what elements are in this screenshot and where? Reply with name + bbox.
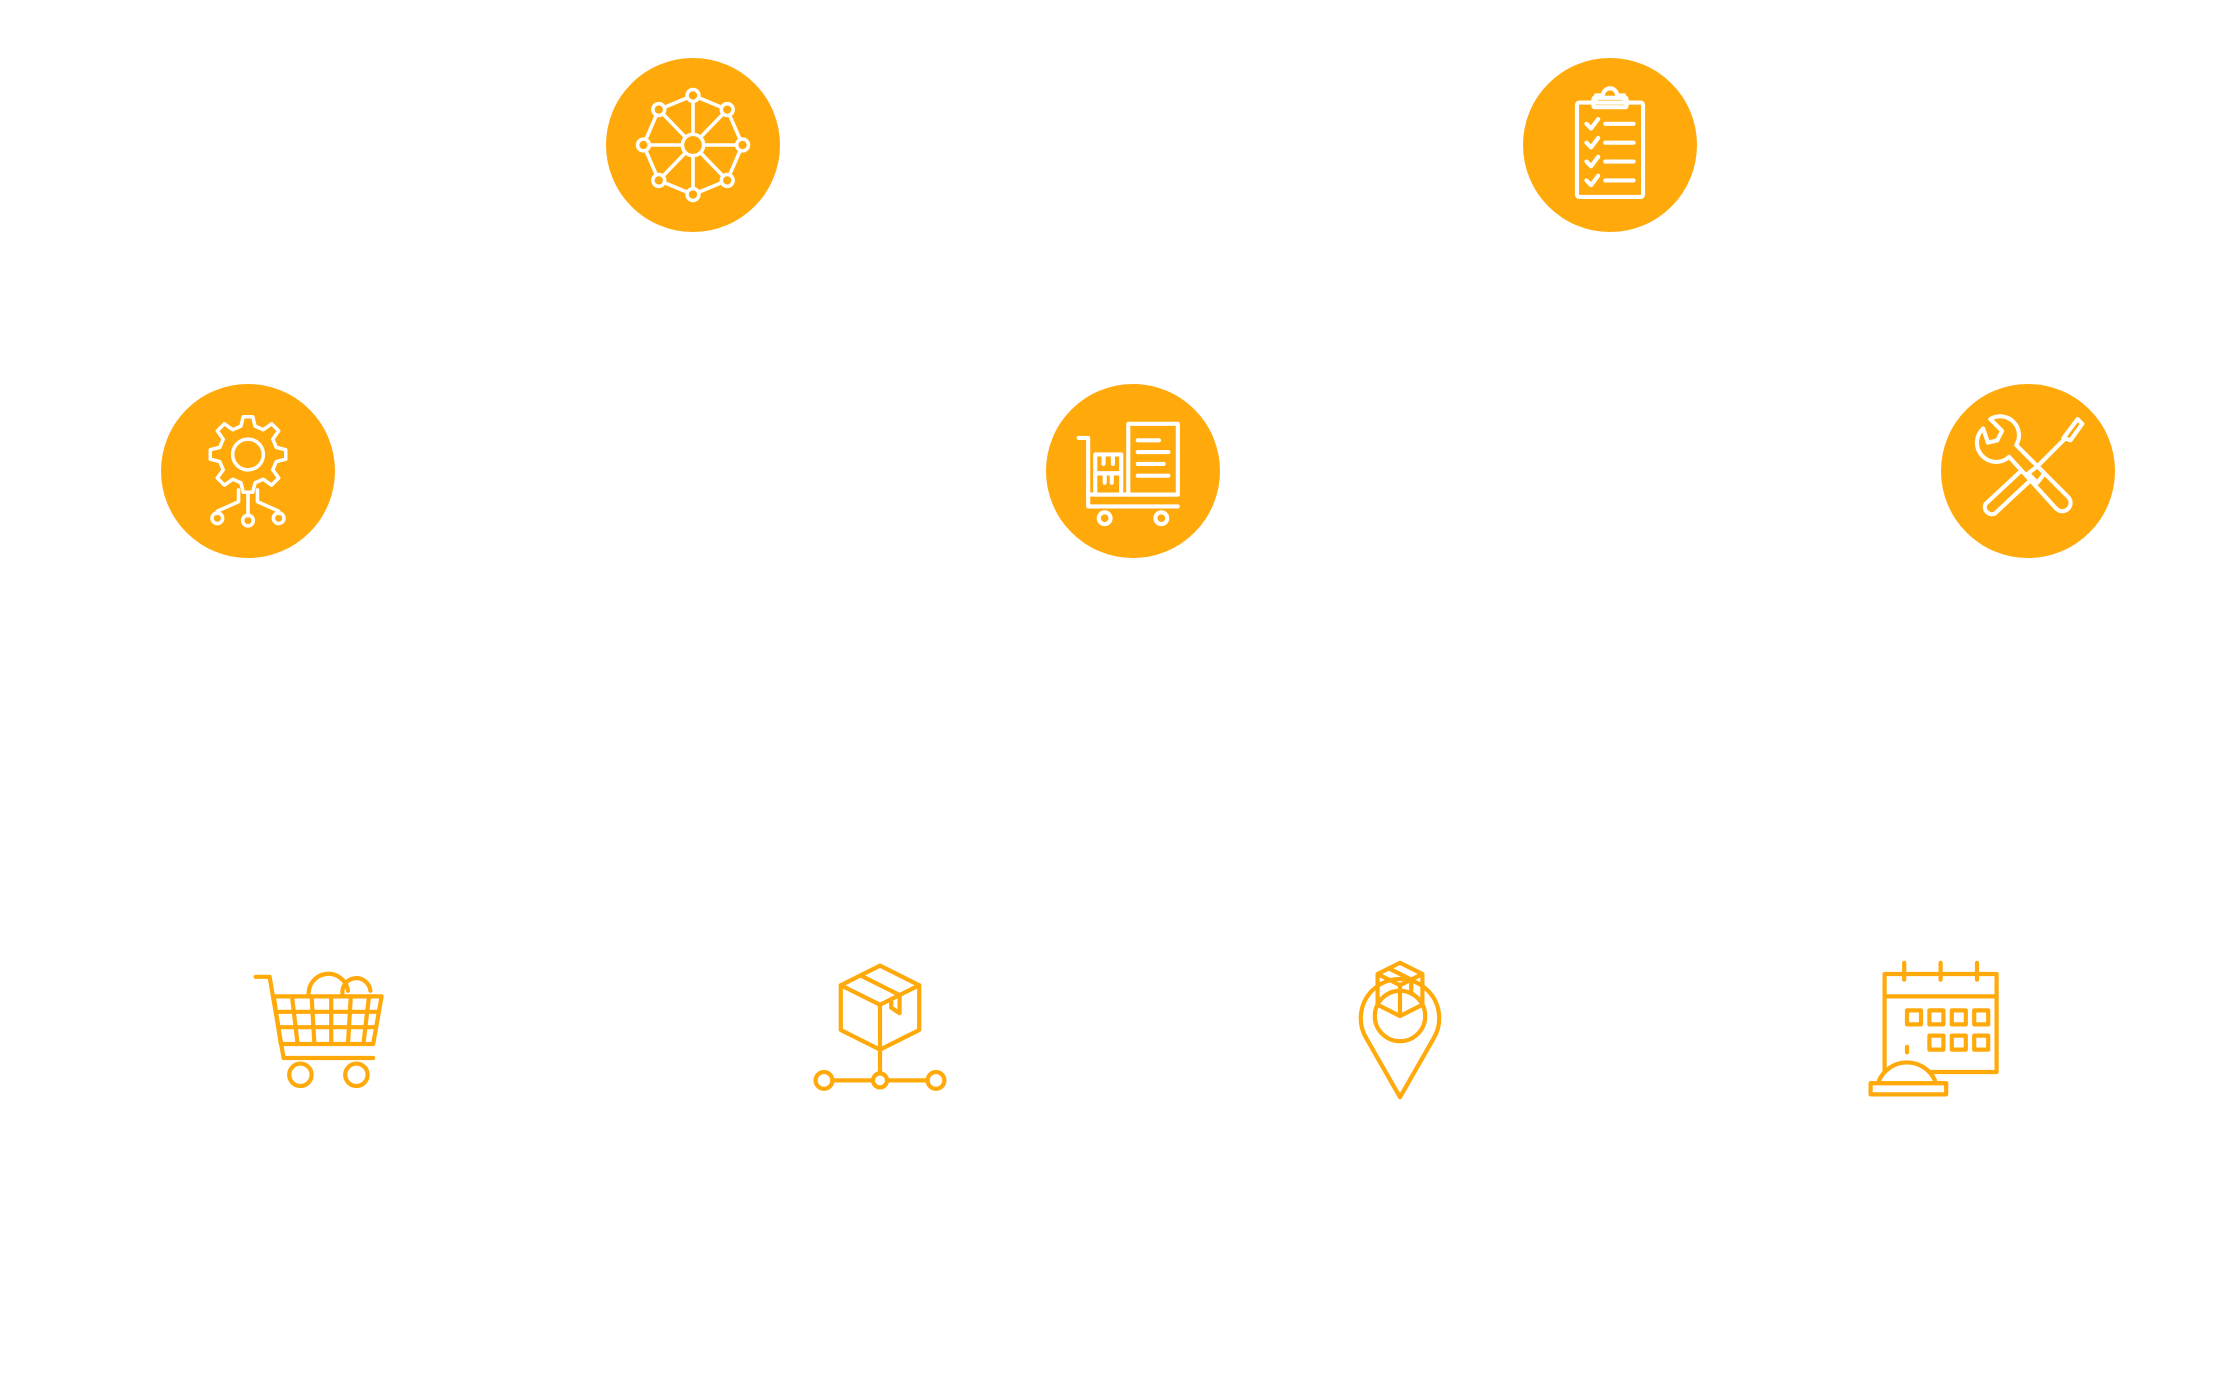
network-hub-icon	[635, 87, 751, 203]
gear-circuit-icon	[208, 414, 288, 528]
cart-boxes-document-icon	[1076, 421, 1180, 527]
clipboard-checklist-icon	[1574, 86, 1646, 199]
clipboard-checklist-badge	[1523, 58, 1697, 232]
shopping-cart-icon	[253, 971, 384, 1089]
package-route-tile	[810, 960, 950, 1100]
calendar-service-tile	[1865, 960, 2005, 1100]
cart-boxes-document-badge	[1046, 384, 1220, 558]
package-location-pin-icon	[1358, 960, 1442, 1100]
gear-circuit-badge	[161, 384, 335, 558]
calendar-service-bell-icon	[1868, 960, 1999, 1097]
shopping-cart-tile	[250, 960, 390, 1100]
package-location-tile	[1330, 960, 1470, 1100]
network-hub-badge	[606, 58, 780, 232]
wrench-screwdriver-badge	[1941, 384, 2115, 558]
package-route-icon	[813, 963, 947, 1091]
wrench-screwdriver-icon	[1974, 414, 2085, 517]
